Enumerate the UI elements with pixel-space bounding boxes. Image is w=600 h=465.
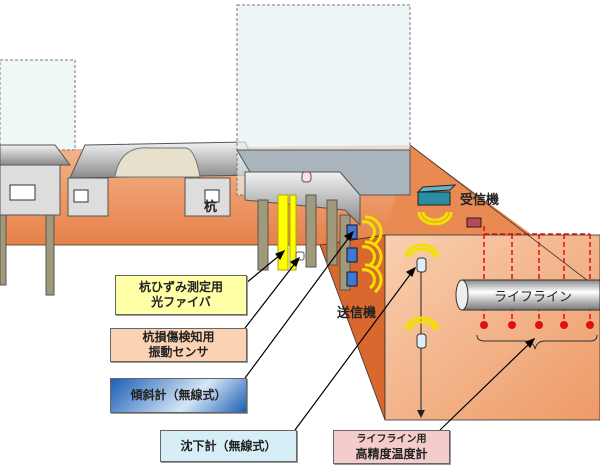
pile (305, 194, 317, 268)
inclinometer-label: 傾斜計（無線式） (130, 388, 227, 402)
inclinometer-label-box: 傾斜計（無線式） (110, 378, 247, 413)
tall-building (236, 4, 411, 291)
ground-edge (409, 144, 600, 291)
wireless-signal-icon (404, 316, 440, 331)
fiber-label-box: 杭ひずみ測定用 光ファイバ (115, 275, 247, 315)
leader-lines (244, 230, 536, 431)
arrow-down-icon (417, 410, 425, 418)
optical-fiber (277, 194, 289, 271)
receiver-label: 受信機 (460, 193, 500, 208)
vibration-label-box: 杭損傷検知用 振動センサ (110, 328, 247, 362)
temperature-sensor-points (480, 321, 594, 329)
transmitter-label: 送信機 (337, 306, 377, 321)
wireless-signal-icon (417, 211, 453, 226)
vibration-label-line2: 振動センサ (148, 345, 209, 359)
pile (326, 199, 338, 266)
settlement-label: 沈下計（無線式） (180, 438, 277, 453)
left-building (0, 59, 76, 296)
vibration-label-line1: 杭損傷検知用 (142, 330, 215, 344)
fiber-label-line2: 光ファイバ (151, 295, 211, 309)
wireless-signal-icon (404, 243, 440, 258)
lifeline-label: ライフライン (494, 290, 573, 305)
pile (257, 199, 269, 271)
settlement-label-box: 沈下計（無線式） (160, 430, 297, 462)
middle-building (67, 141, 261, 217)
lifeline-pipe (455, 279, 600, 311)
pile-label: 杭 (204, 200, 218, 215)
wireless-signal-icon (361, 215, 383, 294)
thermometer-label-box: ライフライン用 高精度温度計 (333, 430, 450, 464)
fiber-label-line1: 杭ひずみ測定用 (138, 280, 223, 294)
sensor-brace (476, 334, 598, 350)
settlement-gauges (404, 243, 440, 418)
receiver-unit (416, 184, 482, 228)
thermometer-logger (466, 217, 482, 228)
thermometer-label-line2: 高精度温度計 (355, 447, 428, 461)
ground-back (385, 145, 600, 285)
thermometer-label-line1: ライフライン用 (356, 434, 427, 445)
